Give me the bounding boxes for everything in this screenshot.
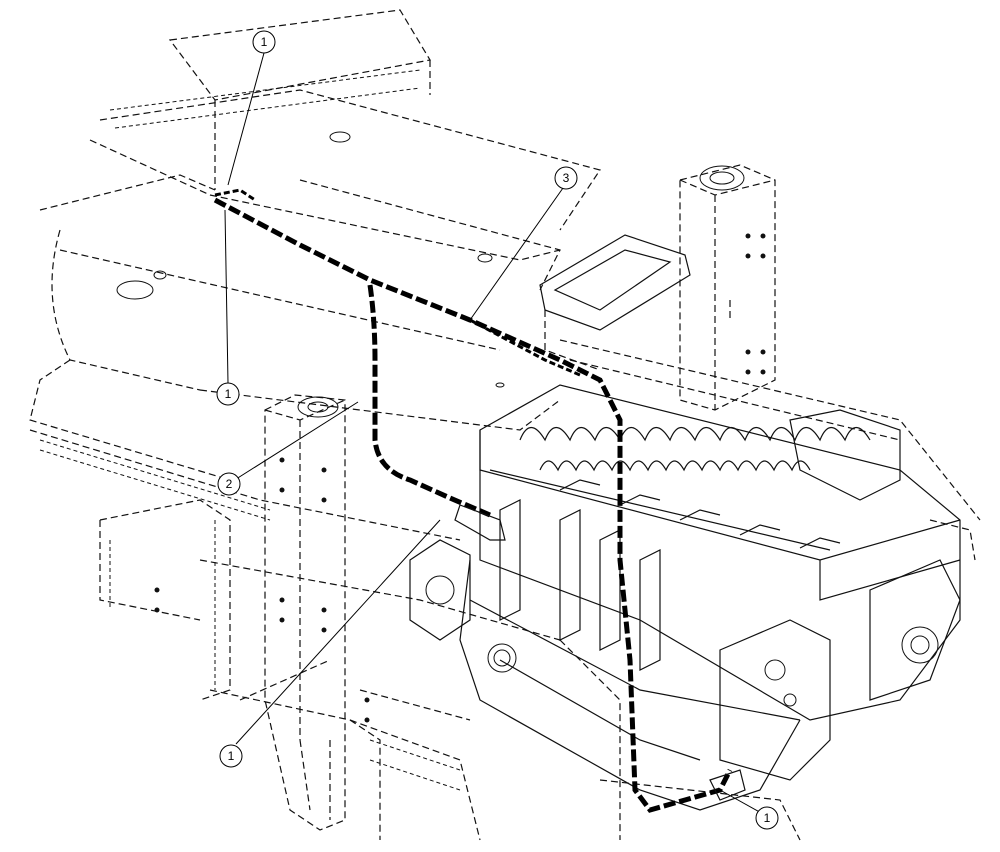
engine-block bbox=[409, 384, 961, 811]
callout-2: 2 bbox=[217, 472, 241, 496]
frame-hole bbox=[116, 280, 154, 300]
callout-1-lower-left: 1 bbox=[219, 744, 243, 768]
wire-harness bbox=[213, 188, 746, 813]
frame-hole bbox=[153, 270, 167, 280]
callout-label: 1 bbox=[764, 811, 771, 825]
frame-hole bbox=[329, 131, 351, 143]
callout-1-top: 1 bbox=[252, 30, 276, 54]
right-post bbox=[679, 164, 776, 411]
callout-1-lower-right: 1 bbox=[755, 806, 779, 830]
callout-1-mid-left: 1 bbox=[216, 382, 240, 406]
callout-label: 1 bbox=[228, 749, 235, 763]
right-frame bbox=[559, 339, 981, 561]
frame-hole bbox=[495, 382, 505, 388]
upper-crossmember bbox=[29, 9, 601, 541]
callout-label: 1 bbox=[225, 387, 232, 401]
frame-hole bbox=[477, 253, 493, 263]
lower-frame bbox=[99, 499, 801, 841]
callout-3: 3 bbox=[554, 166, 578, 190]
callout-label: 1 bbox=[261, 35, 268, 49]
callout-label: 3 bbox=[563, 171, 570, 185]
left-post bbox=[264, 394, 346, 831]
leader-lines bbox=[224, 52, 766, 816]
callout-label: 2 bbox=[226, 477, 233, 491]
mount-bracket bbox=[539, 234, 691, 371]
